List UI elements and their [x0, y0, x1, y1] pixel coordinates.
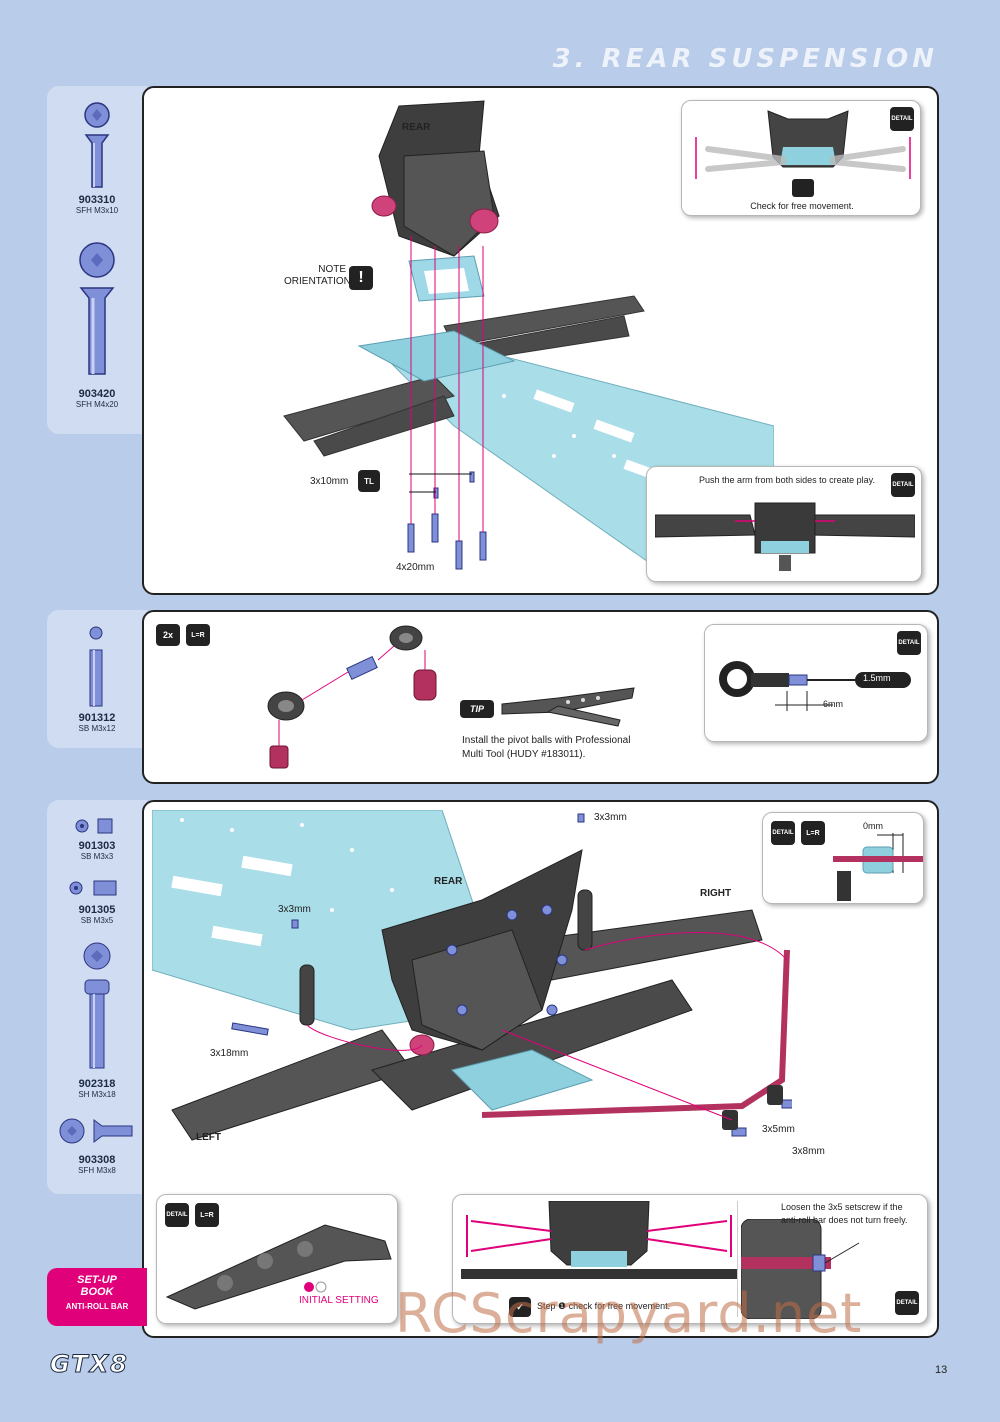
- screw-903308-icon: [59, 1118, 133, 1144]
- part-number: 901305: [78, 904, 116, 916]
- warning-icon: !: [349, 266, 373, 290]
- detail-icon: DETAIL: [897, 631, 921, 655]
- screw-3x3-label: 3x3mm: [278, 904, 311, 915]
- setup-line3: ANTI-ROLL BAR: [65, 1302, 129, 1311]
- tip-badge: TIP: [460, 700, 494, 718]
- note-orientation-label: NOTE ORIENTATION: [284, 264, 351, 287]
- setup-book-badge: SET-UP BOOK ANTI-ROLL BAR: [47, 1268, 147, 1326]
- step3-box: REAR RIGHT LEFT 3x3mm 3x3mm 3x18mm 3x5mm…: [142, 800, 939, 1338]
- detail-icon: DETAIL: [890, 107, 914, 131]
- setup-line2: BOOK: [80, 1286, 114, 1298]
- multi-tool-icon: [501, 687, 635, 727]
- threadlock-icon: TL: [358, 470, 380, 492]
- step2-box: 2x L=R TIP Install the pivot balls with …: [142, 610, 939, 784]
- detail-icon: DETAIL: [891, 473, 915, 497]
- detail-anti-roll-bar-gap: DETAIL L=R 0mm: [762, 812, 924, 904]
- detail-icon: DETAIL: [165, 1203, 189, 1227]
- screw-3x18-label: 3x18mm: [210, 1048, 249, 1059]
- push-arm-illustration: [655, 502, 915, 571]
- detail-ball-joint-length: DETAIL 1.5mm 6mm: [704, 624, 928, 742]
- part-number: 901303: [78, 840, 116, 852]
- screw-3x8-label: 3x8mm: [792, 1146, 825, 1157]
- part-number: 903310: [78, 194, 116, 206]
- dimension-0mm: 0mm: [863, 821, 883, 831]
- left-label: LEFT: [196, 1132, 221, 1143]
- setscrew-caption: Loosen the 3x5 setscrew if the anti-roll…: [781, 1202, 908, 1225]
- gap-illustration: [833, 833, 923, 901]
- watermark: RCScrapyard.net: [395, 1282, 863, 1345]
- part-desc: SB M3x3: [80, 852, 114, 861]
- setup-line1: SET-UP: [77, 1274, 117, 1286]
- rear-label: REAR: [434, 876, 463, 887]
- free-movement-illustration: [695, 110, 911, 197]
- detail-free-movement: DETAIL Check for free movement.: [681, 100, 921, 216]
- screw-3x5-label: 3x5mm: [762, 1124, 795, 1135]
- detail-initial-setting: DETAIL L=R INITIAL SETTING: [156, 1194, 398, 1324]
- quantity-badge: 2x: [156, 624, 180, 646]
- check-icon: ✓: [509, 1297, 531, 1317]
- ball-joint-measure-illustration: [719, 661, 911, 711]
- part-desc: SB M3x5: [80, 916, 114, 925]
- right-label: RIGHT: [700, 888, 732, 899]
- screw-3x3-label: 3x3mm: [594, 812, 627, 823]
- brand-logo: GTX8: [50, 1350, 129, 1379]
- screw-901303-icon: [75, 818, 113, 834]
- detail-caption: Step ❶ check for free movement.: [537, 1301, 671, 1311]
- screw-902318-icon: [83, 942, 111, 1069]
- detail-check-movement: ✓ Step ❶ check for free movement. Loosen…: [452, 1194, 928, 1324]
- part-number: 901312: [78, 712, 116, 724]
- detail-caption: Push the arm from both sides to create p…: [699, 475, 875, 485]
- left-equals-right-icon: L=R: [801, 821, 825, 845]
- left-equals-right-icon: L=R: [195, 1203, 219, 1227]
- screw-901312-icon: [89, 626, 103, 707]
- screw-3x10-label: 3x10mm: [310, 476, 349, 487]
- anti-roll-bar-assembly-illustration: [152, 810, 792, 1141]
- check-movement-illustration: [461, 1201, 737, 1279]
- part-desc: SB M3x12: [78, 724, 116, 733]
- screw-903420-icon: [79, 242, 115, 375]
- detail-icon: DETAIL: [771, 821, 795, 845]
- initial-setting-label: INITIAL SETTING: [299, 1295, 379, 1306]
- left-equals-right-icon: L=R: [186, 624, 210, 646]
- part-desc: SH M3x18: [78, 1090, 116, 1099]
- tip-text: Install the pivot balls with Professiona…: [462, 735, 631, 760]
- page-number: 13: [935, 1364, 948, 1376]
- rear-label: REAR: [402, 122, 431, 133]
- part-desc: SFH M3x10: [75, 206, 119, 215]
- detail-caption: Check for free movement.: [750, 201, 854, 211]
- page-title: 3. REAR SUSPENSION: [552, 44, 938, 74]
- divider: [737, 1201, 738, 1317]
- setscrew-illustration: [741, 1219, 860, 1319]
- arm-initial-setting-illustration: [165, 1224, 392, 1310]
- detail-icon: DETAIL: [895, 1291, 919, 1315]
- part-number: 903308: [78, 1154, 116, 1166]
- screw-4x20-label: 4x20mm: [396, 562, 435, 573]
- detail-push-arm: Push the arm from both sides to create p…: [646, 466, 922, 582]
- part-number: 902318: [78, 1078, 116, 1090]
- dimension-1-5mm: 1.5mm: [863, 673, 891, 683]
- part-desc: SFH M4x20: [75, 400, 119, 409]
- step1-box: REAR NOTE ORIENTATION ! 3x10mm TL 4x20mm…: [142, 86, 939, 595]
- part-desc: SFH M3x8: [78, 1166, 116, 1175]
- screw-903310-icon: [84, 102, 110, 188]
- part-number: 903420: [78, 388, 116, 400]
- ball-joint-assembly-illustration: [267, 625, 437, 769]
- dimension-6mm: 6mm: [823, 699, 843, 709]
- screw-901305-icon: [69, 880, 117, 896]
